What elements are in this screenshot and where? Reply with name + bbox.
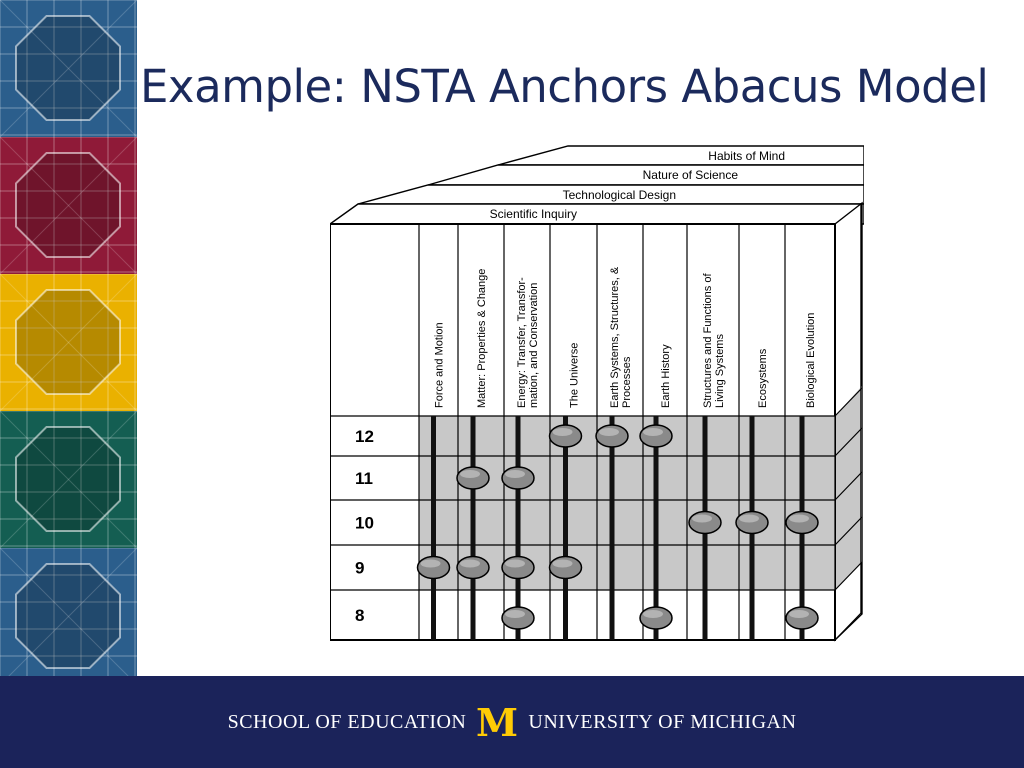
column-header-1: Force and Motion — [434, 322, 446, 408]
rod-1 — [431, 416, 436, 640]
bead-col1-grade9 — [416, 555, 451, 580]
bead-col3-grade9 — [501, 555, 535, 580]
bead-col2-grade11 — [456, 466, 490, 490]
grade-label-11: 11 — [355, 469, 373, 488]
bead-col8-grade10 — [735, 510, 769, 535]
footer-bar: SCHOOL OF EDUCATION M UNIVERSITY OF MICH… — [0, 676, 1024, 768]
sidebar-pattern — [0, 548, 137, 676]
bead-col9-grade8 — [785, 606, 819, 630]
university-logo-icon: M — [476, 705, 518, 739]
column-header-line: Earth Systems, Structures, & — [609, 266, 621, 408]
bead-col5-grade12 — [595, 424, 629, 448]
column-header-line: The Universe — [569, 343, 581, 408]
column-header-9: Biological Evolution — [805, 313, 817, 408]
bead-col4-grade9 — [548, 555, 583, 580]
sidebar-pattern — [0, 411, 137, 548]
bead-col7-grade10 — [688, 510, 722, 535]
column-header-2: Matter: Properties & Change — [476, 269, 488, 408]
column-header-line: Force and Motion — [434, 322, 446, 408]
rod-5 — [609, 416, 615, 640]
column-header-6: Earth History — [660, 344, 672, 408]
sidebar-pattern — [0, 274, 137, 411]
layer-label-4: Scientific Inquiry — [490, 207, 577, 221]
column-header-8: Ecosystems — [757, 348, 769, 408]
sidebar-octagon — [15, 426, 121, 532]
column-header-3: Energy: Transfer, Transfor-mation, and C… — [516, 277, 540, 408]
rod-6 — [653, 416, 659, 640]
bead-col2-grade9 — [456, 555, 490, 580]
column-header-line: Biological Evolution — [805, 313, 817, 408]
sidebar-octagon — [15, 15, 121, 121]
bead-col6-grade12 — [639, 424, 673, 448]
grade-label-9: 9 — [355, 559, 364, 578]
sidebar-octagon — [15, 563, 121, 669]
bead-col3-grade11 — [501, 466, 535, 490]
sidebar-band-green — [0, 411, 137, 548]
layer-label-2: Nature of Science — [643, 168, 739, 182]
rod-2 — [470, 416, 476, 640]
sidebar-band-crimson — [0, 137, 137, 274]
column-header-5: Earth Systems, Structures, &Processes — [609, 266, 633, 408]
grade-label-10: 10 — [355, 514, 374, 533]
front-face — [329, 223, 836, 641]
grade-label-12: 12 — [355, 427, 374, 446]
column-headers: Force and Motion Matter: Properties & Cha… — [434, 266, 818, 408]
sidebar-octagon — [15, 152, 121, 258]
column-header-line: mation, and Conservation — [528, 283, 540, 408]
bead-col3-grade8 — [501, 606, 535, 630]
beads — [416, 424, 819, 630]
shaded-grade-region — [419, 416, 835, 590]
bead-col4-grade12 — [548, 424, 583, 448]
bead-col9-grade10 — [785, 510, 819, 535]
layer-label-1: Habits of Mind — [708, 149, 785, 163]
sidebar-pattern — [0, 0, 137, 137]
sidebar-band-gold — [0, 274, 137, 411]
column-header-line: Living Systems — [714, 334, 726, 408]
decorative-sidebar — [0, 0, 137, 676]
column-header-4: The Universe — [569, 343, 581, 408]
footer-school-text: SCHOOL OF EDUCATION — [227, 710, 467, 733]
layer-band — [497, 145, 865, 166]
rod-3 — [515, 416, 521, 640]
sidebar-band-blue-bottom — [0, 548, 137, 676]
column-header-line: Ecosystems — [757, 348, 769, 408]
grade-labels: 12 11 10 9 8 — [355, 427, 374, 625]
layer-label-3: Technological Design — [563, 188, 676, 202]
slide-title: Example: NSTA Anchors Abacus Model — [140, 60, 989, 113]
layer-band — [327, 203, 865, 225]
logo-letter: M — [476, 705, 518, 739]
footer-university-text: UNIVERSITY OF MICHIGAN — [528, 710, 797, 733]
right-side-face — [834, 201, 863, 642]
column-header-line: Structures and Functions of — [702, 273, 714, 408]
bead-col6-grade8 — [639, 606, 673, 630]
grade-label-8: 8 — [355, 606, 364, 625]
column-header-line: Processes — [621, 356, 633, 408]
column-header-line: Earth History — [660, 344, 672, 408]
sidebar-pattern — [0, 137, 137, 274]
column-header-line: Matter: Properties & Change — [476, 269, 488, 408]
column-header-line: Energy: Transfer, Transfor- — [516, 277, 528, 408]
sidebar-octagon — [15, 289, 121, 395]
sidebar-band-blue-top — [0, 0, 137, 137]
rod-4 — [563, 416, 568, 640]
